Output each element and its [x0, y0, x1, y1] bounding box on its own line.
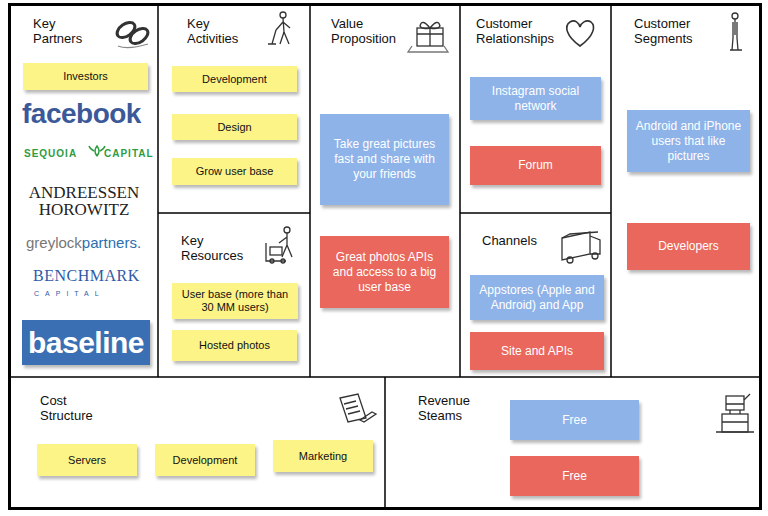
canvas-grid [8, 3, 762, 510]
note-text: Grow user base [196, 165, 274, 178]
heart-icon [567, 21, 594, 46]
partner-logo: facebook [22, 98, 141, 130]
forklift-icon [266, 227, 292, 263]
cell-heading: Key Activities [187, 16, 238, 46]
note-text: Servers [68, 454, 106, 467]
cell-icons [114, 12, 754, 432]
sticky-note: Marketing [273, 440, 373, 472]
person-icon [730, 13, 742, 50]
sticky-note: Android and iPhone users that like pictu… [627, 110, 750, 172]
chain-icon [114, 19, 150, 47]
note-text: Forum [518, 158, 553, 173]
cell-heading: Key Resources [181, 233, 243, 263]
note-text: Android and iPhone users that like pictu… [633, 119, 744, 164]
cleaner-icon [268, 12, 290, 44]
sticky-note: Design [172, 114, 297, 140]
sticky-note: Forum [470, 146, 601, 185]
cell-heading: Key Partners [33, 16, 82, 46]
cell-heading: Cost Structure [40, 393, 93, 423]
note-text: Great photos APIs and access to a big us… [326, 250, 443, 295]
canvas-cell: FreeFreeRevenue Steams [385, 377, 762, 510]
sticky-note: User base (more than 30 MM users) [172, 283, 298, 319]
note-text: Instagram social network [476, 84, 595, 114]
note-text: baseline [28, 326, 144, 360]
sticky-note: Site and APIs [470, 332, 604, 370]
sticky-note: Great photos APIs and access to a big us… [320, 236, 449, 308]
canvas-cell: Instagram social networkForum Customer Re… [460, 3, 611, 213]
partner-logo: CAPITAL [104, 148, 154, 159]
sticky-note: Servers [37, 444, 137, 476]
sticky-note: Investors [23, 63, 148, 90]
cell-heading: Customer Segments [634, 16, 693, 46]
sticky-note: Free [510, 456, 639, 496]
sticky-note: Appstores (Apple and Android) and App [470, 275, 604, 320]
cell-heading: Channels [482, 233, 537, 248]
canvas-cell: User base (more than 30 MM users) Hosted … [158, 213, 310, 377]
logo-box: baseline [22, 320, 150, 365]
canvas-cell: DevelopmentDesignGrow user base Key Activ… [158, 3, 310, 213]
sticky-note: Take great pictures fast and share with … [320, 114, 449, 205]
partner-logo: CAPITAL [34, 290, 105, 297]
canvas-cell: Servers Development Marketing Cost Structur… [8, 377, 385, 510]
canvas-cell: Android and iPhone users that like pictu… [611, 3, 762, 377]
partner-logo: partners. [82, 234, 141, 251]
note-text: Appstores (Apple and Android) and App [476, 283, 598, 313]
note-text: User base (more than 30 MM users) [178, 288, 292, 314]
sticky-note: Development [155, 444, 255, 476]
canvas-cell: Appstores (Apple and Android) and AppSit… [460, 213, 611, 377]
note-text: Take great pictures fast and share with … [326, 137, 443, 182]
canvas-cell: Take great pictures fast and share with … [310, 3, 460, 377]
partner-logo: ANDREESSEN HOROWITZ [24, 184, 144, 218]
note-text: Hosted photos [199, 339, 270, 352]
partner-logo: BENCHMARK [33, 267, 140, 285]
note-text: Development [202, 73, 267, 86]
sticky-note: Hosted photos [172, 330, 297, 361]
register-icon [716, 394, 754, 432]
note-text: Development [173, 454, 238, 467]
sticky-note: Grow user base [172, 158, 297, 185]
sequoia-leaf [89, 146, 105, 156]
sticky-note: Instagram social network [470, 77, 601, 120]
sticky-note: Developers [627, 223, 750, 270]
note-text: Design [217, 121, 251, 134]
note-text: Site and APIs [501, 344, 573, 359]
cell-heading: Value Proposition [331, 16, 396, 46]
note-text: Free [562, 469, 587, 484]
sticky-note: Free [510, 400, 639, 440]
cell-heading: Customer Relationships [476, 16, 554, 46]
gift-icon [408, 22, 448, 52]
note-text: Marketing [299, 450, 347, 463]
note-text: Free [562, 413, 587, 428]
cell-heading: Revenue Steams [418, 393, 470, 423]
note-text: Developers [658, 239, 719, 254]
partner-logo: SEQUOIA [24, 148, 77, 159]
note-text: Investors [63, 70, 108, 83]
truck-icon [562, 232, 600, 263]
partner-logo: greylock [26, 234, 82, 251]
sticky-note: Development [172, 66, 297, 92]
receipt-icon [340, 394, 376, 422]
